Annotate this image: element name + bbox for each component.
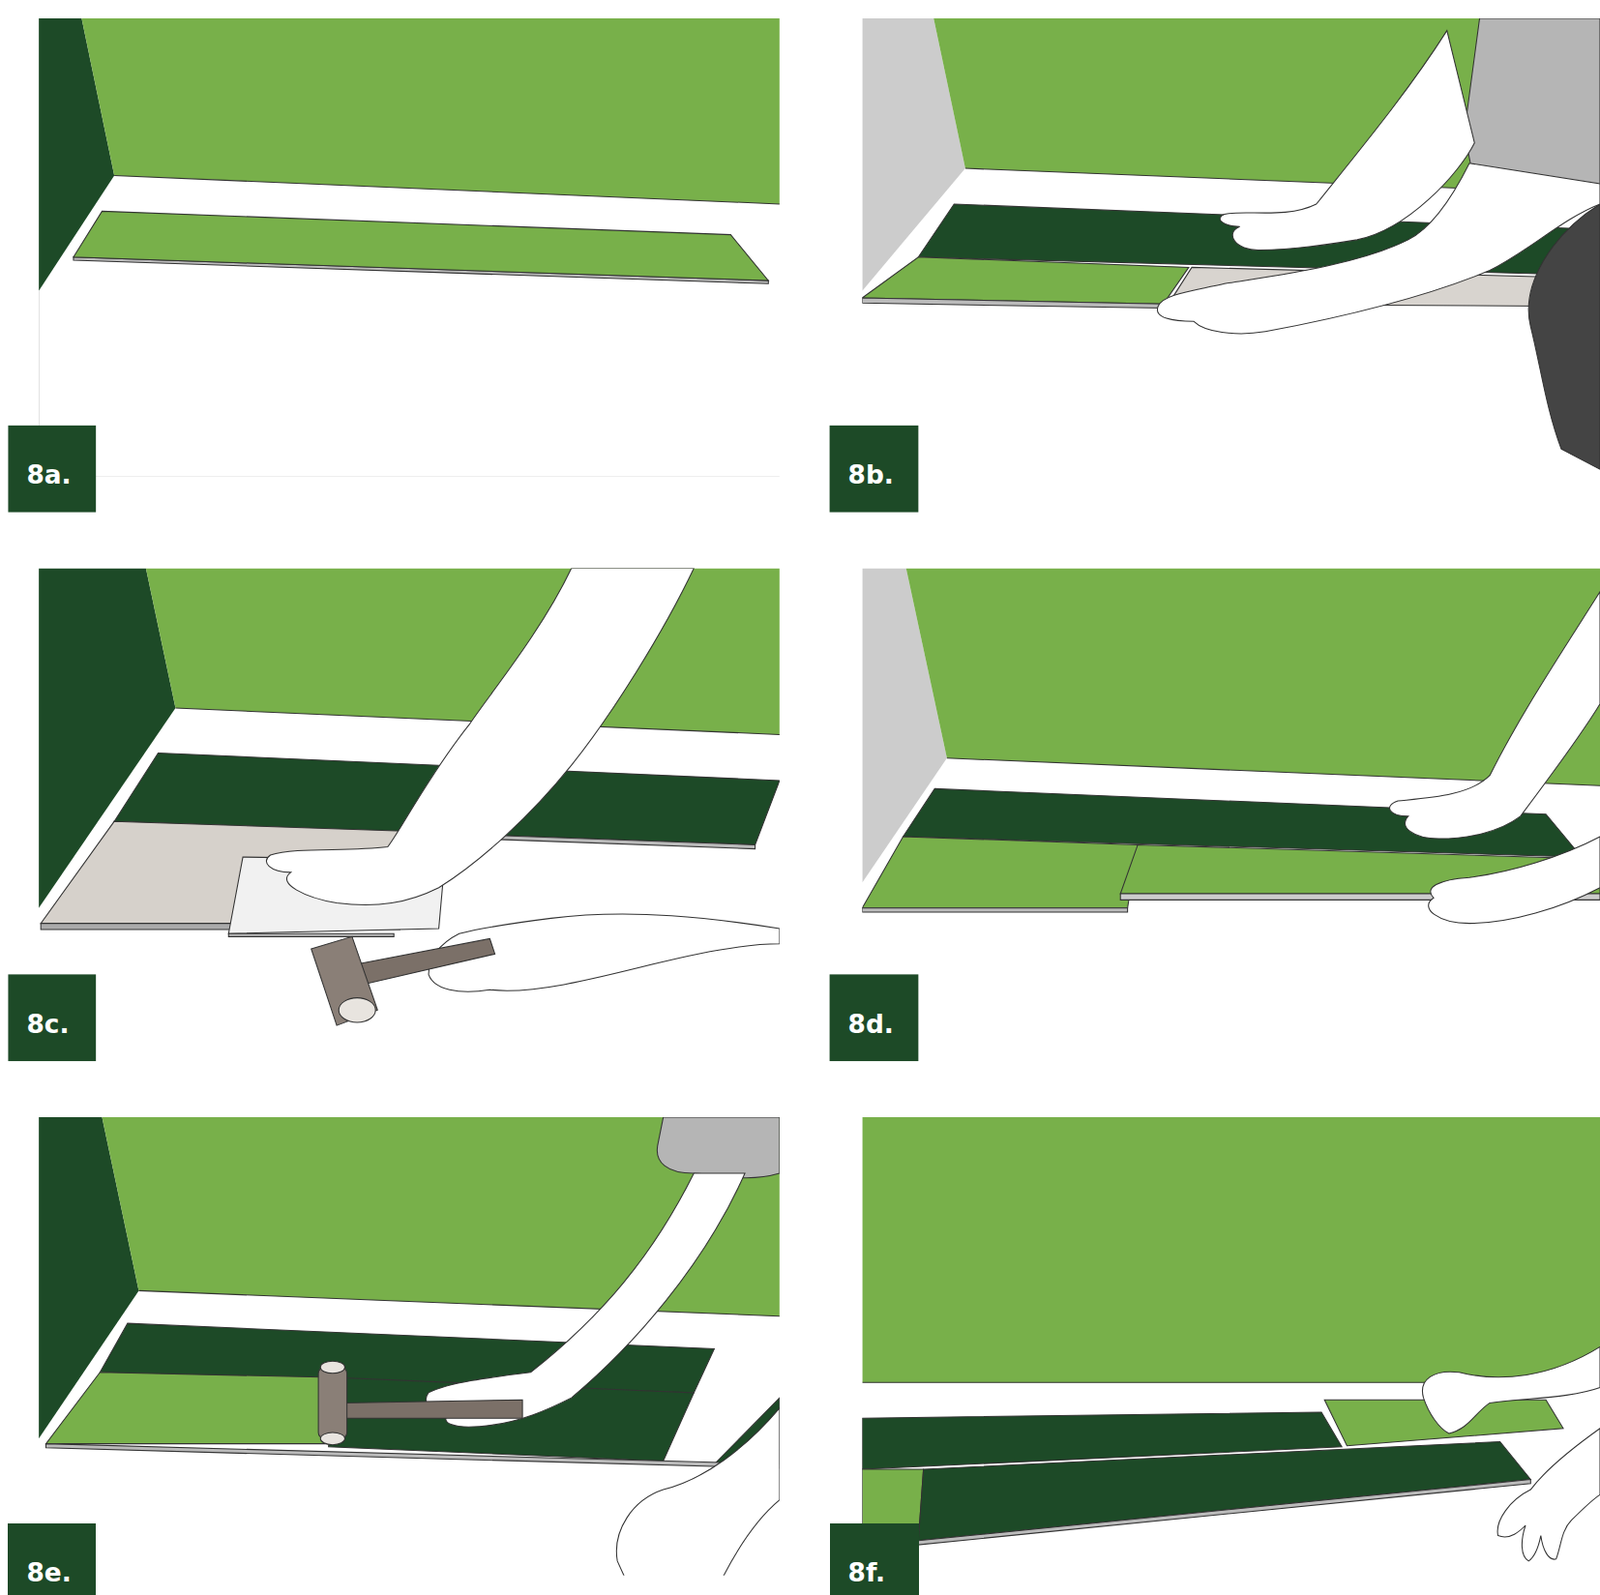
illustration-shape	[861, 257, 1189, 305]
illustration-shape	[81, 18, 780, 205]
illustration-shape	[918, 1480, 1531, 1546]
illustration-shape	[861, 908, 1127, 913]
illustration-shape	[616, 1408, 780, 1576]
illustration-shape	[114, 175, 780, 205]
illustration-shape	[266, 568, 694, 906]
panel-8f	[861, 1117, 1600, 1562]
illustration-shape	[341, 1399, 523, 1419]
illustration-shape	[338, 998, 376, 1023]
illustration-shape	[1390, 592, 1600, 839]
step-label-box: 8d.	[829, 974, 919, 1062]
panel-8b	[861, 18, 1600, 470]
step-number: 8d.	[848, 1008, 894, 1039]
step-number: 8e.	[26, 1558, 71, 1589]
illustration-shape	[1428, 836, 1600, 924]
illustration-shape	[425, 1173, 745, 1427]
illustration-shape	[73, 210, 769, 281]
illustration-shape	[1156, 163, 1600, 334]
step-label-box: 8e.	[7, 1523, 96, 1595]
illustration-shape	[906, 568, 1600, 787]
illustration-shape	[656, 1117, 780, 1179]
illustration-shape	[1528, 204, 1600, 470]
illustration-shape	[311, 936, 379, 1026]
illustration-shape	[146, 568, 780, 736]
illustration-shape	[45, 1444, 779, 1469]
illustration-shape	[138, 1290, 779, 1316]
step-number: 8b.	[848, 460, 894, 491]
panel-8a	[38, 18, 780, 477]
illustration-shape	[228, 933, 394, 937]
panel-8e	[38, 1117, 780, 1576]
step-number: 8a.	[26, 460, 71, 491]
step-label-box: 8c.	[7, 974, 96, 1062]
step-number: 8c.	[26, 1008, 69, 1039]
step-label-box: 8f.	[829, 1523, 919, 1595]
illustration-shape	[318, 1366, 348, 1439]
illustration-shape	[861, 836, 1138, 909]
step-number: 8f.	[848, 1558, 886, 1589]
illustration-shape	[320, 1361, 345, 1374]
illustration-shape	[861, 297, 1163, 309]
illustration-shape	[1497, 1428, 1600, 1562]
illustration-shape	[861, 1117, 1600, 1383]
panel-8d	[861, 568, 1600, 924]
illustration-shape	[38, 475, 780, 477]
step-label-box: 8b.	[829, 425, 919, 513]
illustration-shape	[45, 1372, 331, 1445]
illustration-shape	[356, 938, 495, 984]
step-label-box: 8a.	[7, 425, 96, 513]
panel-8c	[38, 568, 780, 1027]
illustration-shape	[1422, 1346, 1600, 1434]
illustration-shape	[320, 1432, 345, 1446]
